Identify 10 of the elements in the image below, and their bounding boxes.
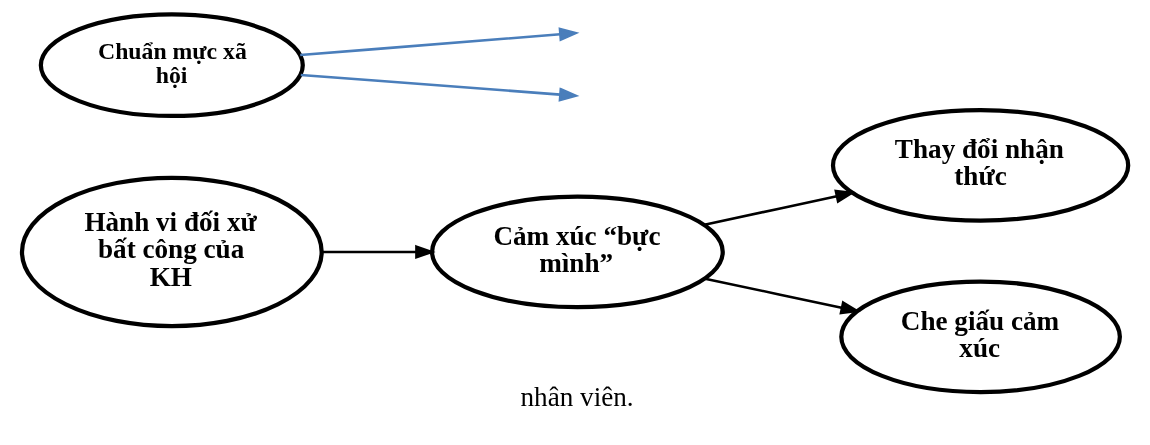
- arrow: [704, 277, 861, 315]
- node-ellipse: Cảm xúc “bực mình”: [429, 194, 725, 310]
- arrow: [322, 244, 436, 260]
- arrow: [300, 27, 580, 57]
- node-ellipse: Chuẩn mực xã hội: [38, 12, 305, 119]
- arrow: [704, 189, 856, 227]
- label: nhân viên.: [520, 382, 634, 413]
- node-ellipse: Hành vi đối xử bất công của KH: [19, 175, 324, 329]
- arrow: [300, 73, 580, 102]
- node-ellipse: Thay đổi nhận thức: [830, 108, 1131, 223]
